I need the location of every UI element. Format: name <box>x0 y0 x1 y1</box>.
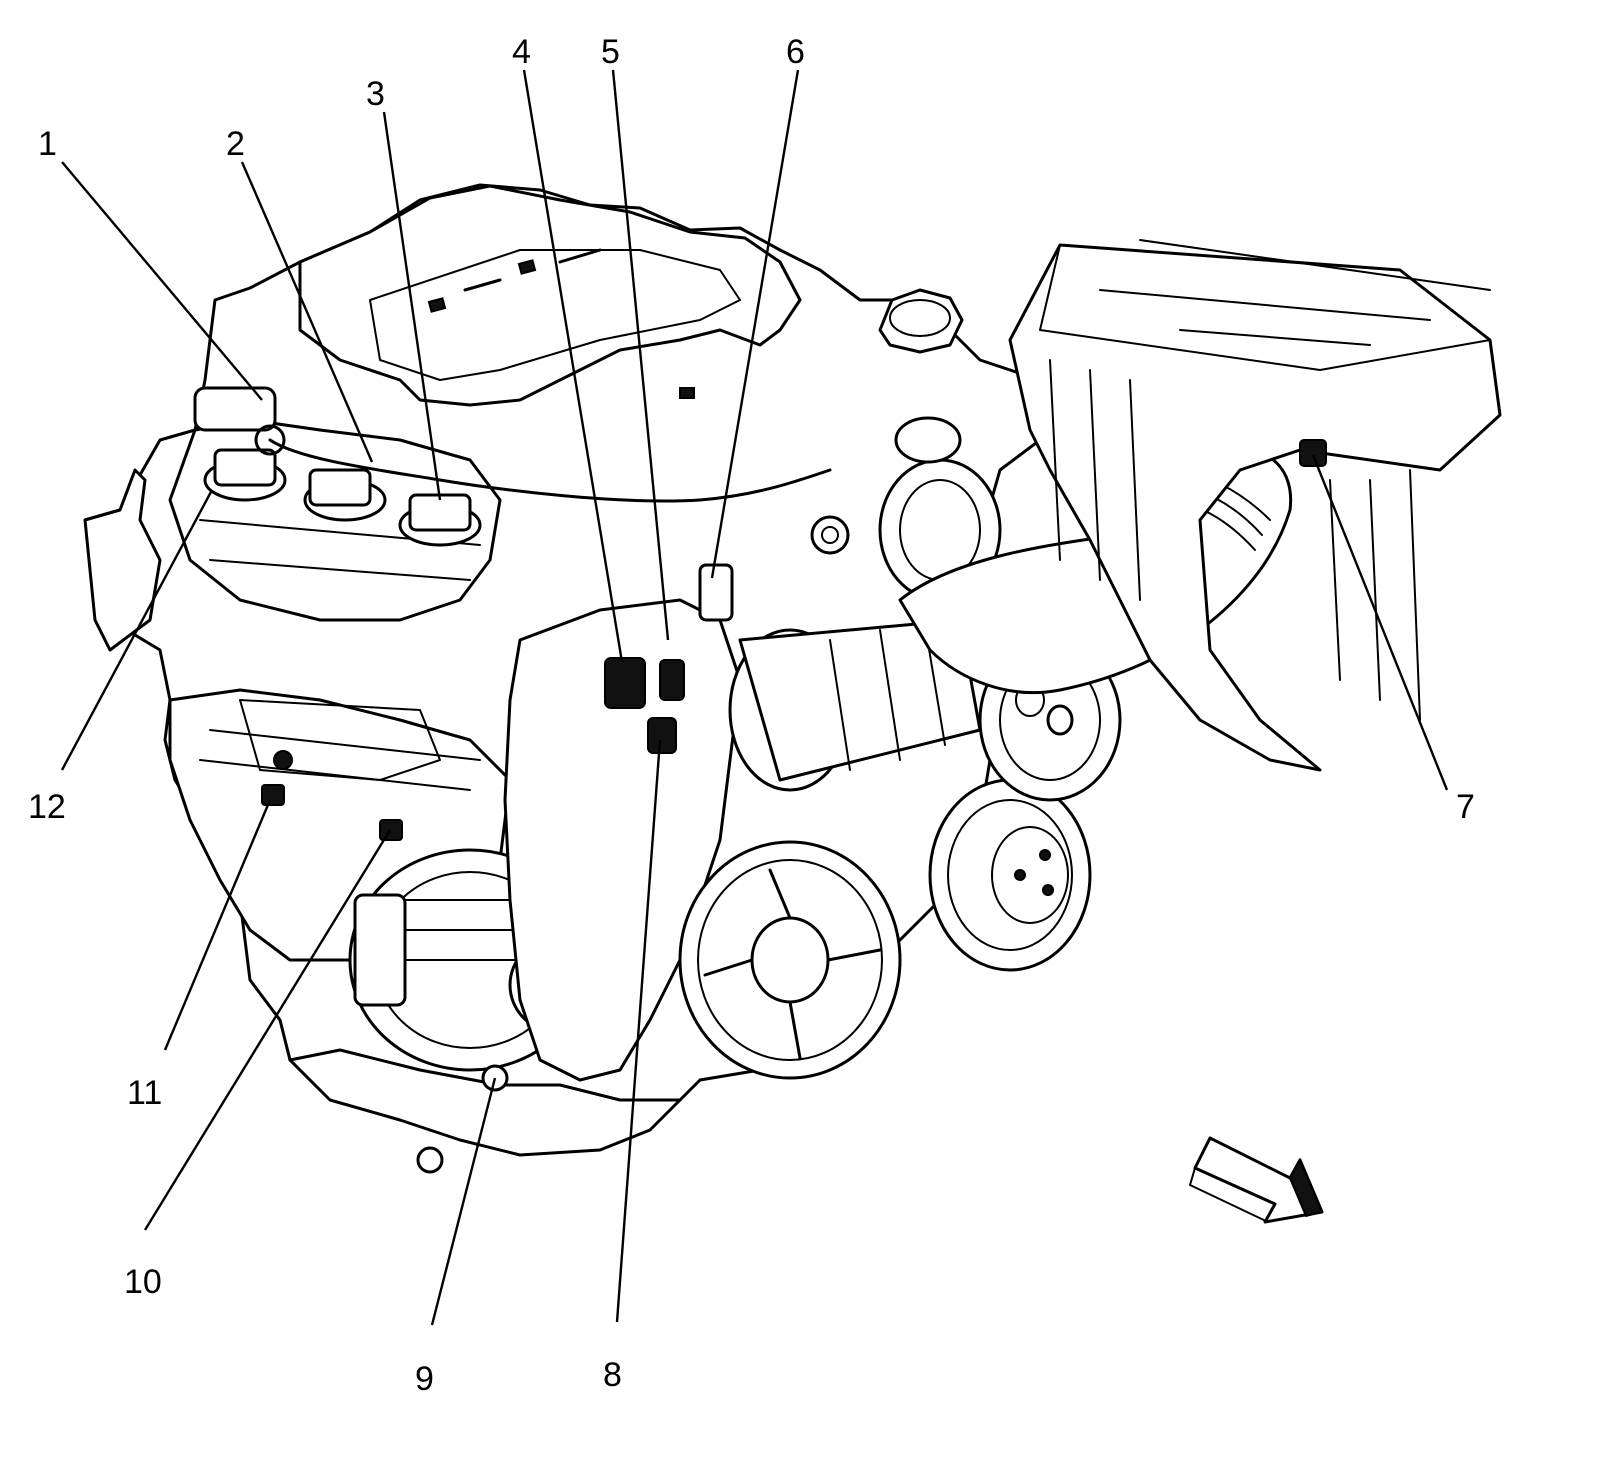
callout-4: 4 <box>512 33 531 71</box>
leader-5 <box>611 69 670 641</box>
callout-10: 10 <box>124 1263 162 1301</box>
callout-5: 5 <box>601 33 620 71</box>
leader-4 <box>522 69 624 663</box>
crankshaft-pulley <box>678 840 902 1080</box>
air-cleaner-housing <box>1008 239 1502 772</box>
sensor-7 <box>1299 439 1327 467</box>
callout-7: 7 <box>1456 788 1475 826</box>
sensor-6 <box>698 563 734 622</box>
sensor-5 <box>659 659 685 701</box>
callout-9: 9 <box>415 1360 434 1398</box>
sensor-4 <box>604 657 646 709</box>
callout-12: 12 <box>28 788 66 826</box>
engine-illustration <box>83 183 1502 1174</box>
leader-6 <box>710 69 800 579</box>
sensor-11 <box>261 784 285 806</box>
callout-6: 6 <box>786 33 805 71</box>
intake-manifold-cover <box>298 184 802 407</box>
callout-11: 11 <box>127 1074 162 1112</box>
leader-1 <box>61 161 263 401</box>
callout-labels: 1 2 3 4 5 6 7 8 9 10 11 12 <box>28 33 1475 1398</box>
sensor-10 <box>379 819 403 841</box>
oil-pan <box>288 1048 682 1157</box>
leader-12 <box>60 489 214 771</box>
leader-11 <box>163 799 272 1051</box>
water-pump-pulley <box>728 618 982 792</box>
leader-10 <box>143 829 392 1231</box>
leader-9 <box>430 1077 497 1326</box>
callout-3: 3 <box>366 75 385 113</box>
callout-8: 8 <box>603 1356 622 1394</box>
leader-8 <box>615 739 662 1323</box>
mounting-bracket-left <box>83 468 162 652</box>
leader-2 <box>240 161 374 463</box>
callout-2: 2 <box>226 125 245 163</box>
leader-3 <box>382 111 442 501</box>
sensor-8 <box>647 717 677 754</box>
callout-leader-lines <box>60 69 1449 1326</box>
callout-1: 1 <box>38 125 57 163</box>
leader-7 <box>1311 454 1449 791</box>
ac-compressor-clutch <box>928 778 1092 972</box>
sensor-top-left <box>193 386 277 432</box>
direction-arrow-icon <box>1189 1136 1324 1224</box>
